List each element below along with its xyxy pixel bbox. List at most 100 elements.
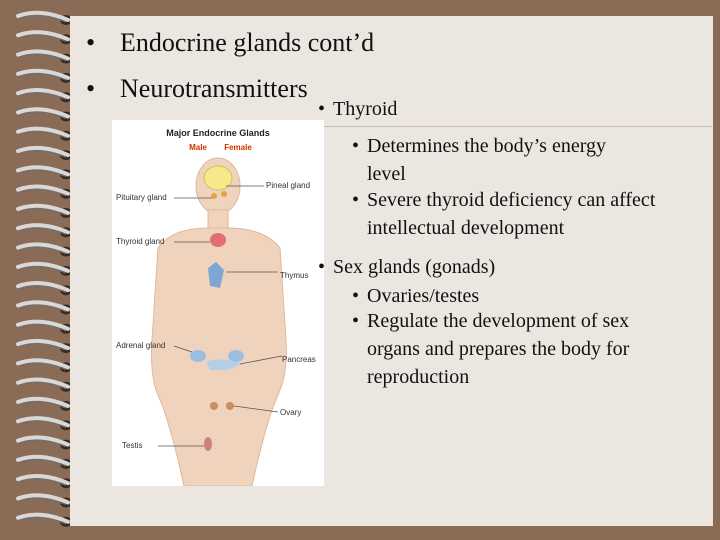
binding-coil-shadow [19,189,67,197]
bullet-dot: • [352,189,360,211]
endocrine-diagram: Major Endocrine Glands Male Female [112,120,324,487]
bullet-dot: • [352,285,360,307]
binding-coil [16,242,70,254]
binding-coil-shadow [19,517,67,525]
adrenal-right-shape [228,350,244,362]
binding-coil-shadow [19,131,67,139]
binding-coil-shadow [19,150,67,158]
pituitary-gland-shape [211,193,217,199]
thyroid-sub1-line1: Determines the body’s energy [367,135,607,157]
sex-glands-text: Sex glands (gonads) [333,256,496,278]
binding-coil [16,512,70,524]
binding-coil-shadow [19,208,67,216]
label-pancreas: Pancreas [282,355,316,364]
binding-coil-shadow [19,305,67,313]
binding-coil [16,49,70,61]
label-pineal: Pineal gland [266,181,310,190]
binding-coil [16,300,70,312]
binding-coil-shadow [19,440,67,448]
bullet-dot: • [318,98,326,120]
binding-coil [16,145,70,158]
label-ovary: Ovary [280,408,301,417]
figure-female-label: Female [224,143,252,152]
binding-coil [16,474,70,486]
figure-male-label: Male [189,143,207,152]
bullet-dot: • [318,256,326,278]
bullet-sex-sub2: • Regulate the development of sex [352,309,629,333]
heading-bullet-1: • Endocrine glands cont’d [86,28,374,58]
label-pituitary: Pituitary gland [116,193,167,202]
binding-coil-shadow [19,92,67,100]
adrenal-left-shape [190,350,206,362]
binding-coil-shadow [19,34,67,42]
thyroid-sub2-line1: Severe thyroid deficiency can affect [367,189,656,211]
divider-line [118,126,712,127]
binding-coil-shadow [19,15,67,23]
label-adrenal: Adrenal gland [116,341,165,350]
binding-coil-shadow [19,247,67,255]
binding-coil-shadow [19,54,67,62]
label-lines [158,185,283,447]
thymus-shape [208,262,224,288]
label-thymus: Thymus [280,271,308,280]
binding-coil-shadow [19,227,67,235]
ovary-left-shape [210,402,218,410]
binding-coil [16,377,70,389]
binding-coil [16,281,70,293]
binding-coil-shadow [19,112,67,120]
bullet-thyroid: • Thyroid [318,97,397,121]
label-testis: Testis [122,441,142,450]
binding-coil [16,261,70,273]
binding-coil [16,165,70,177]
bullet-dot: • [86,28,96,57]
pancreas-shape [206,359,242,371]
sex-sub2-line3: reproduction [367,366,470,388]
figure-title: Major Endocrine Glands [166,128,270,138]
pineal-gland-shape [221,191,227,197]
binding-coil [16,126,70,138]
binding-coil-shadow [19,343,67,351]
binding-coil [16,416,70,428]
binding-coil [16,396,70,408]
thyroid-sub2-line2: intellectual development [367,217,565,239]
thyroid-text: Thyroid [333,98,398,120]
binding-coil [16,454,70,466]
binding-coil [16,88,70,100]
heading-1-text: Endocrine glands cont’d [120,28,375,57]
bullet-sex-sub1: • Ovaries/testes [352,284,479,308]
bullet-dot: • [352,135,360,157]
brain-shape [203,165,233,191]
bullet-dot: • [352,310,360,332]
binding-coil [16,435,70,447]
binding-coil [16,319,70,331]
binding-coil [16,30,70,42]
binding-coil [16,223,70,235]
binding-coil-shadow [19,459,67,467]
binding-coil [16,338,70,351]
testis-shape [204,437,212,451]
binding-coil [16,203,70,215]
bullet-thyroid-sub1: • Determines the body’s energy [352,134,606,158]
binding-coil-shadow [19,498,67,506]
heading-bullet-2: •Neurotransmitters [86,74,308,104]
endocrine-figure-svg: Major Endocrine Glands Male Female [116,128,316,487]
body-silhouette [151,157,287,487]
sex-sub2-line1: Regulate the development of sex [367,310,630,332]
bullet-sex-glands: • Sex glands (gonads) [318,255,495,279]
bullet-dot: • [86,74,96,103]
binding-coil [16,358,70,370]
binding-coil-shadow [19,324,67,332]
sex-sub1-text: Ovaries/testes [367,285,480,307]
thyroid-sub1-line2: level [367,163,406,185]
binding-coil-shadow [19,266,67,274]
binding-coil [16,107,70,119]
binding-coil-shadow [19,420,67,428]
bullet-thyroid-sub2: • Severe thyroid deficiency can affect [352,188,655,212]
ovary-shape [226,402,234,410]
binding-coil-shadow [19,478,67,486]
binding-coil-shadow [19,73,67,81]
binding-coil-shadow [19,285,67,293]
binding-coil-shadow [19,169,67,177]
binding-coil-shadow [19,401,67,409]
binding-coil [16,10,70,22]
